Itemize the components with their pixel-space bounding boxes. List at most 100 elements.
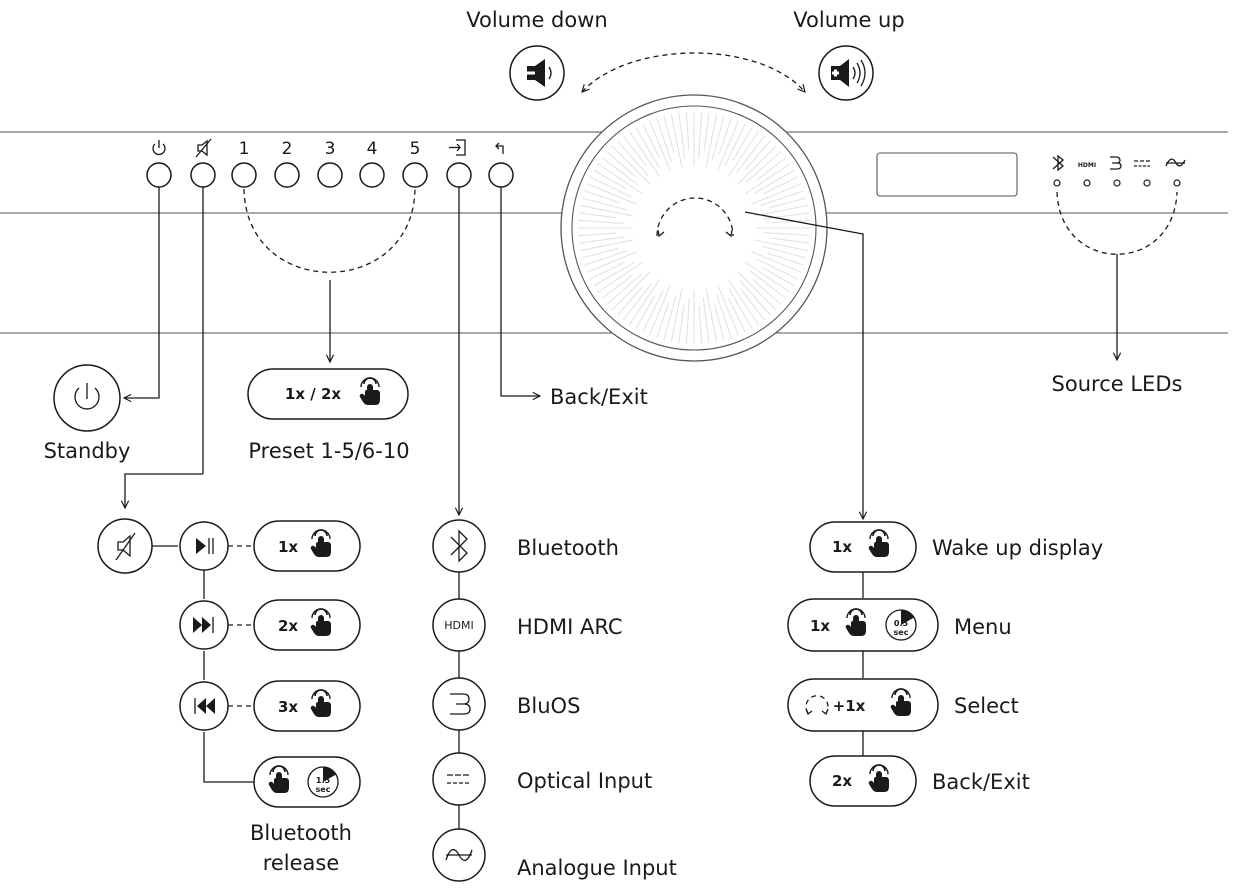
knob-ray (617, 140, 649, 176)
preset-button-2[interactable]: 2 (274, 139, 300, 188)
next-track-pill[interactable] (253, 599, 361, 651)
preset-pill[interactable] (247, 368, 409, 420)
optical-icon (447, 774, 471, 784)
rotate-icon (805, 695, 829, 716)
knob-ray (755, 156, 787, 181)
knob-ray (745, 163, 791, 195)
knob-ray (698, 305, 703, 344)
knob-ray (663, 295, 677, 341)
play-pause-pill[interactable] (253, 520, 361, 572)
knob-ray (601, 275, 633, 300)
bluetooth-release-line1: Bluetooth (250, 821, 352, 845)
knob-ray (629, 279, 661, 325)
power-button-icon (74, 383, 100, 410)
knob-ray (751, 183, 802, 205)
knob-ray (580, 239, 634, 252)
knob-ray (745, 261, 791, 293)
knob-ray (586, 183, 637, 205)
mute-icon (195, 138, 212, 158)
knob-ray (649, 120, 671, 171)
knob-ray (584, 249, 628, 266)
knob-ray (705, 288, 718, 342)
standby-arrow (124, 187, 160, 398)
source-label-hdmi: HDMI ARC (517, 615, 623, 639)
hdmi-icon: HDMI (444, 619, 473, 632)
knob-ray (611, 145, 651, 185)
knob-ray (629, 131, 661, 177)
knob-action-select: Select (954, 694, 1019, 718)
bluetooth-release-pill[interactable] (253, 756, 361, 808)
bluetooth-icon (1052, 154, 1065, 172)
led-bluos (1113, 179, 1121, 187)
knob-ray (642, 290, 664, 333)
knob-ray (771, 237, 810, 244)
wake-display-pill-text: 1x (832, 538, 852, 556)
knob-ray (718, 118, 732, 155)
timer-icon: 0.5 sec (885, 609, 917, 641)
preset-button-5[interactable]: 5 (402, 139, 428, 188)
volume-down-group: Volume down (466, 8, 608, 101)
source-leds-bracket (1056, 191, 1178, 255)
standby-panel-button[interactable] (146, 140, 172, 188)
knob-ray (580, 204, 634, 217)
speaker-minus-icon (527, 59, 552, 87)
select-pill[interactable] (787, 678, 939, 732)
svg-text:0.5: 0.5 (894, 619, 909, 628)
preset-button-3[interactable]: 3 (317, 139, 343, 188)
preset-number-2: 2 (282, 139, 293, 159)
source-label-analogue: Analogue Input (517, 856, 677, 880)
optical-icon (1134, 160, 1150, 167)
back-exit-pill[interactable] (809, 755, 917, 807)
knob-ray (635, 295, 656, 329)
preset-bracket (243, 188, 416, 273)
play-pause-pill-text: 1x (278, 538, 298, 556)
knob-ray (622, 283, 652, 321)
knob-ray (678, 305, 685, 344)
knob-ray (589, 262, 625, 280)
back-exit-pill-text: 2x (832, 772, 852, 790)
volume-down-label: Volume down (466, 8, 607, 32)
bluetooth-icon (450, 529, 468, 563)
source-optical-button[interactable] (432, 752, 486, 806)
bluetooth-release-line2: release (263, 851, 340, 875)
knob-ray (578, 212, 617, 219)
play-pause-icon (196, 538, 214, 554)
knob-action-wake: Wake up display (932, 536, 1103, 560)
previous-track-pill[interactable] (253, 680, 361, 732)
knob-ray (741, 289, 766, 321)
bluos-icon (450, 693, 471, 715)
knob-ray (754, 239, 808, 252)
knob-ray (656, 118, 673, 162)
preset-pill-text: 1x / 2x (285, 385, 341, 403)
knob-ray (751, 251, 802, 273)
knob-ray (597, 163, 643, 195)
previous-track-icon (194, 698, 215, 714)
knob-ray (737, 145, 777, 185)
source-hdmi-button[interactable] (432, 598, 486, 652)
knob-ray (737, 271, 777, 311)
knob-ray (606, 151, 636, 178)
preset-button-4[interactable]: 4 (359, 139, 385, 188)
back-panel-button[interactable] (488, 142, 514, 188)
knob-ray (739, 280, 771, 316)
knob-ray (724, 123, 746, 166)
back-arrow-icon (495, 142, 504, 154)
next-track-pill-text: 2x (278, 617, 298, 635)
knob-ray (771, 219, 810, 224)
mute-button[interactable] (97, 518, 153, 574)
hdmi-icon: HDMI (1078, 162, 1096, 169)
knob-ray (754, 169, 795, 194)
standby-label: Standby (44, 439, 131, 463)
volume-knob[interactable] (560, 94, 828, 362)
knob-ray (581, 197, 627, 211)
knob-ray (578, 236, 625, 244)
wake-display-pill[interactable] (809, 521, 917, 573)
knob-ray (727, 131, 759, 177)
volume-arc (582, 52, 805, 92)
knob-ray (597, 261, 643, 293)
knob-ray (769, 197, 807, 209)
preset-button-1[interactable]: 1 (231, 139, 257, 188)
source-panel-button[interactable] (446, 139, 472, 188)
mute-panel-button[interactable] (190, 138, 216, 188)
knob-ray (767, 252, 804, 266)
